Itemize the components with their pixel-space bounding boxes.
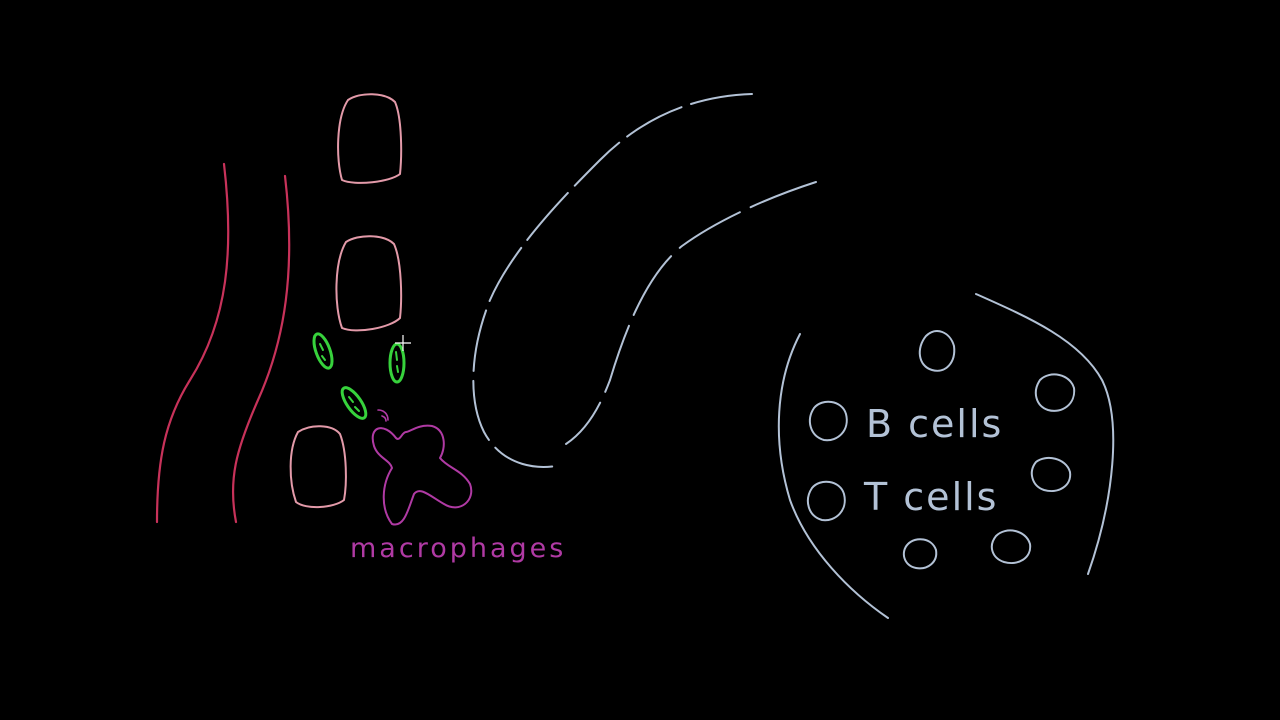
bacterium	[340, 386, 368, 420]
bacterium-detail	[395, 351, 399, 373]
lymph-node-outline-right	[975, 293, 1115, 575]
lymph-node	[777, 293, 1115, 619]
crosshair-cursor-icon	[395, 335, 411, 351]
lymphatic-vessel	[472, 93, 817, 468]
macrophage-outline	[371, 424, 473, 526]
tissue-cell	[337, 93, 403, 184]
bacterium-detail	[319, 343, 326, 361]
lymphocyte	[1030, 456, 1072, 492]
lymphocyte	[808, 400, 848, 442]
lymphocytes	[806, 330, 1076, 570]
lymphocyte	[1034, 373, 1076, 412]
vessel-wall-left	[155, 162, 230, 524]
lymphocyte	[806, 480, 846, 522]
macrophages-label: macrophages	[350, 533, 566, 564]
lymphatic-vessel-inner	[565, 181, 817, 445]
tissue-cells	[289, 93, 403, 508]
bacteria	[312, 332, 406, 420]
lymphocyte	[902, 538, 938, 570]
lymphocyte	[918, 330, 956, 372]
t-cells-label: T cells	[863, 475, 998, 519]
bacterium-detail	[348, 396, 360, 412]
lymph-node-outline-left	[777, 333, 889, 619]
blood-vessel	[155, 162, 291, 524]
tissue-cell	[289, 425, 347, 508]
tissue-cell	[335, 235, 403, 332]
macrophage	[371, 409, 473, 526]
macrophage-motion-lines	[377, 409, 389, 422]
b-cells-label: B cells	[866, 402, 1003, 446]
bacterium	[388, 342, 406, 384]
vessel-wall-right	[231, 174, 291, 524]
lymphatic-vessel-outer	[472, 93, 753, 468]
bacterium	[312, 332, 334, 370]
lymphocyte	[990, 529, 1032, 564]
